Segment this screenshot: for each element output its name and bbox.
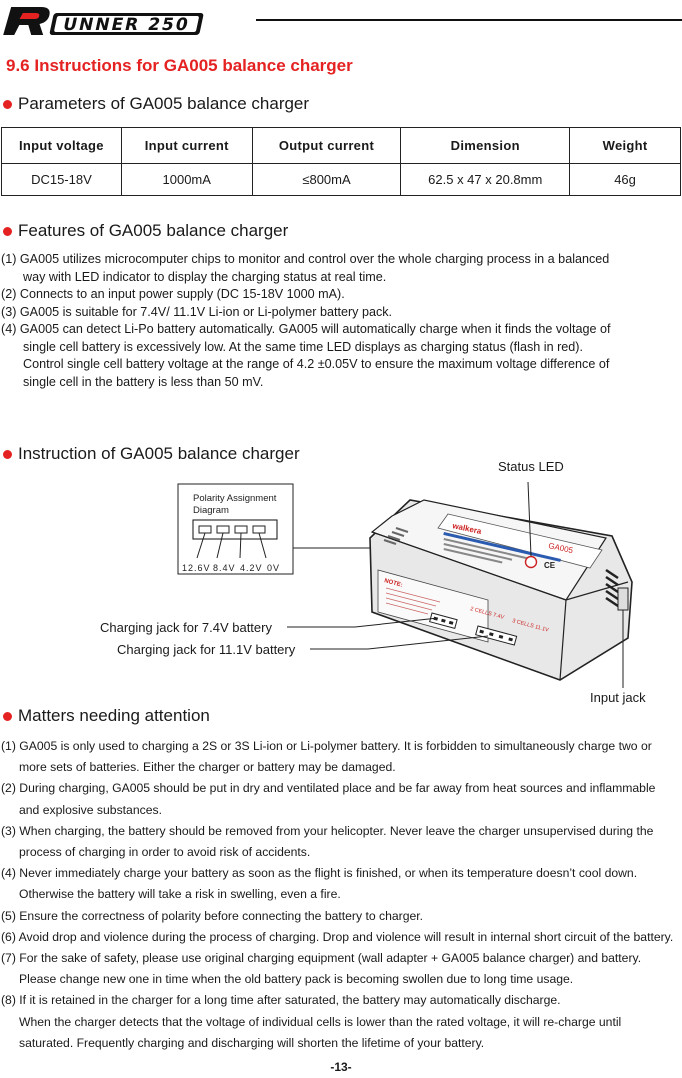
svg-text:UNNER 250: UNNER 250	[61, 15, 192, 35]
jack-11v1-label: Charging jack for 11.1V battery	[117, 642, 296, 657]
svg-text:CE: CE	[544, 561, 556, 570]
list-item: (2) During charging, GA005 should be put…	[1, 781, 656, 796]
list-item: process of charging in order to avoid ri…	[19, 845, 311, 860]
col-input-current: Input current	[120, 127, 253, 164]
charger-device: walkera GA005 CE NOTE: 2 CELLS 7.4V 3 CE…	[369, 499, 633, 681]
col-dimension: Dimension	[400, 127, 571, 164]
col-output-current: Output current	[251, 127, 402, 164]
page-number: -13-	[330, 1060, 352, 1074]
list-item: (6) Avoid drop and violence during the p…	[1, 929, 674, 944]
list-item: (4) Never immediately charge your batter…	[1, 866, 638, 881]
features-list: (1) GA005 utilizes microcomputer chips t…	[1, 251, 681, 391]
cell-input-voltage: DC15-18V	[1, 163, 122, 196]
charger-figure: Polarity Assignment Diagram 12.6V 8.4V 4…	[177, 481, 633, 688]
list-item: Control single cell battery voltage at t…	[23, 357, 610, 371]
list-item: When the charger detects that the voltag…	[19, 1014, 622, 1029]
col-weight: Weight	[569, 127, 681, 164]
list-item: (8) If it is retained in the charger for…	[1, 993, 561, 1008]
table-header-row: Input voltage Input current Output curre…	[1, 127, 681, 164]
table-row: DC15-18V 1000mA ≤800mA 62.5 x 47 x 20.8m…	[1, 163, 681, 196]
attention-heading: Matters needing attention	[0, 706, 210, 726]
status-led-icon	[524, 555, 538, 569]
col-input-voltage: Input voltage	[1, 127, 122, 164]
list-item: (4) GA005 can detect Li-Po battery autom…	[1, 322, 611, 336]
bullet-icon	[3, 99, 12, 109]
cell-weight: 46g	[569, 163, 681, 196]
features-heading-text: Features of GA005 balance charger	[18, 221, 289, 240]
polarity-title-line1: Polarity Assignment	[193, 493, 277, 504]
parameters-table: Input voltage Input current Output curre…	[1, 127, 681, 196]
cell-output-current: ≤800mA	[251, 163, 402, 196]
features-heading: Features of GA005 balance charger	[0, 221, 288, 241]
attention-list: (1) GA005 is only used to charging a 2S …	[1, 736, 682, 1054]
list-item: Otherwise the battery will take a risk i…	[19, 887, 341, 902]
cell-input-current: 1000mA	[120, 163, 253, 196]
list-item: (1) GA005 is only used to charging a 2S …	[1, 739, 652, 753]
attention-heading-text: Matters needing attention	[18, 706, 210, 725]
bullet-icon	[3, 711, 12, 721]
list-item: (3) When charging, the battery should be…	[1, 823, 654, 838]
instruction-heading-text: Instruction of GA005 balance charger	[18, 444, 300, 463]
polarity-value: 4.2V	[240, 563, 263, 573]
polarity-value: 8.4V	[213, 563, 236, 573]
bullet-icon	[3, 226, 12, 236]
bullet-icon	[3, 449, 12, 459]
instruction-heading: Instruction of GA005 balance charger	[0, 444, 300, 464]
list-item: (1) GA005 utilizes microcomputer chips t…	[1, 252, 610, 266]
input-jack-icon	[617, 587, 629, 611]
list-item: single cell battery is excessively low. …	[23, 339, 583, 354]
list-item: more sets of batteries. Either the charg…	[19, 760, 396, 775]
section-title: 9.6 Instructions for GA005 balance charg…	[6, 56, 353, 75]
status-led-label: Status LED	[498, 459, 564, 474]
list-item: saturated. Frequently charging and disch…	[19, 1035, 485, 1050]
list-item: (7) For the sake of safety, please use o…	[1, 951, 642, 966]
jack-11v1-icon	[475, 625, 518, 646]
list-item: Please change new one in time when the o…	[19, 972, 574, 987]
parameters-heading: Parameters of GA005 balance charger	[0, 94, 309, 114]
polarity-diagram: Polarity Assignment Diagram 12.6V 8.4V 4…	[177, 483, 294, 575]
list-item: single cell in the battery is less than …	[23, 374, 264, 389]
polarity-value: 0V	[267, 563, 280, 573]
device-note: NOTE:	[383, 578, 403, 589]
list-item: (3) GA005 is suitable for 7.4V/ 11.1V Li…	[1, 304, 393, 319]
list-item: (5) Ensure the correctness of polarity b…	[1, 908, 424, 923]
input-jack-label: Input jack	[590, 690, 646, 705]
jack-7v4-label: Charging jack for 7.4V battery	[100, 620, 272, 635]
runner-250-logo: UNNER 250	[3, 7, 204, 35]
header-rule	[256, 19, 682, 21]
cell-dimension: 62.5 x 47 x 20.8mm	[400, 163, 571, 196]
polarity-title-line2: Diagram	[193, 505, 229, 516]
list-item: way with LED indicator to display the ch…	[23, 269, 387, 284]
list-item: (2) Connects to an input power supply (D…	[1, 287, 345, 301]
list-item: and explosive substances.	[19, 802, 162, 817]
parameters-heading-text: Parameters of GA005 balance charger	[18, 94, 310, 113]
polarity-value: 12.6V	[182, 563, 211, 573]
